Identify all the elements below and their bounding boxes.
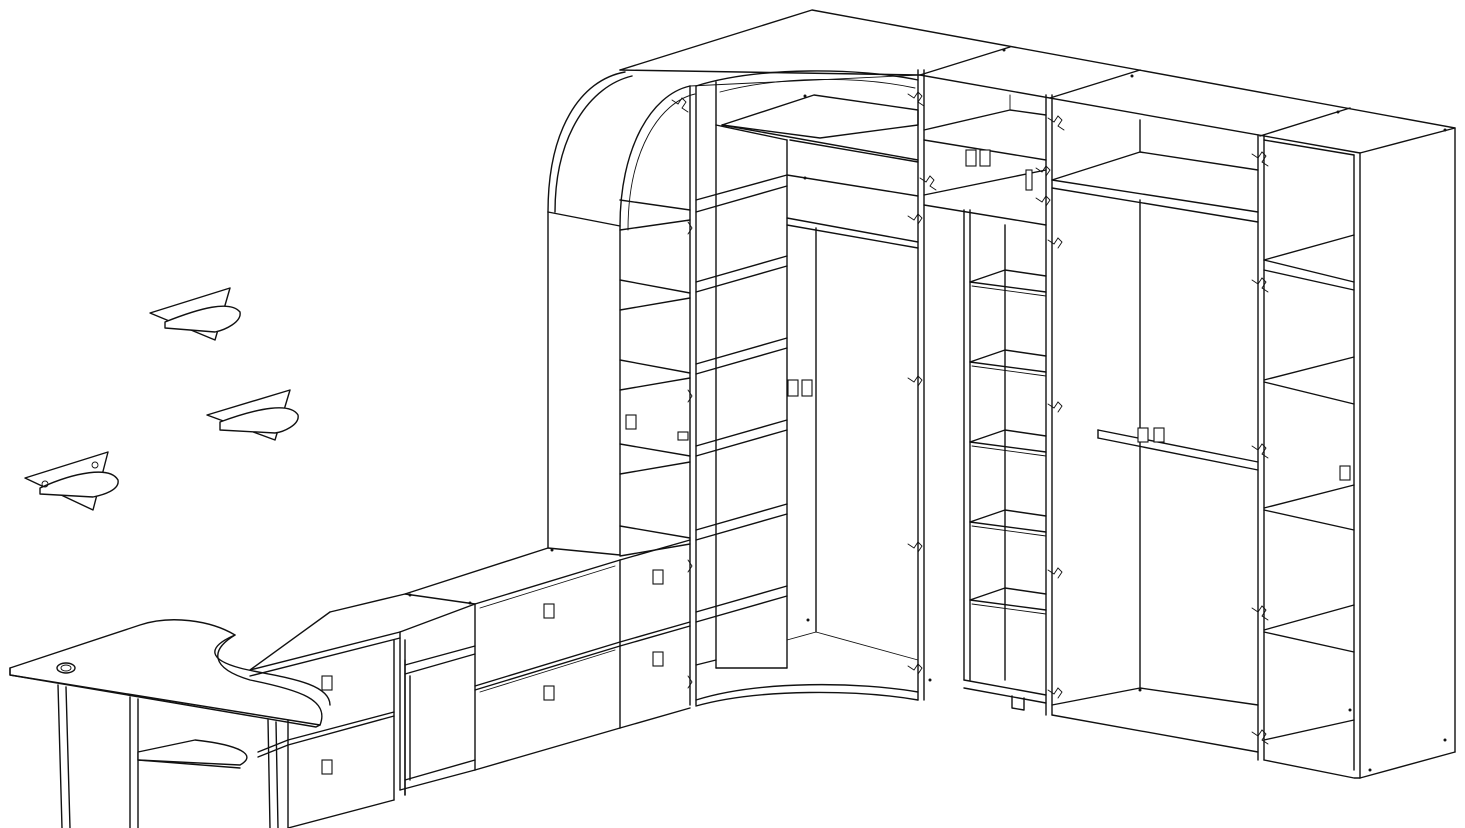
wardrobe — [1051, 119, 1265, 761]
door-handle — [677, 431, 689, 441]
glass-shelf-column — [923, 94, 1053, 716]
door-handle — [979, 149, 991, 167]
cabinet-top-surface — [619, 9, 1456, 154]
drawer-handle — [321, 759, 333, 775]
door-handle — [787, 379, 799, 397]
column-foot — [1011, 695, 1025, 711]
door-handle — [1339, 465, 1351, 481]
rail-bracket — [1153, 427, 1165, 443]
drawer-handle — [652, 651, 664, 667]
lower-drawer-block — [404, 539, 691, 771]
rail-bracket — [1137, 427, 1149, 443]
drawer-handle — [543, 685, 555, 701]
fixing-points — [408, 48, 1447, 772]
hinges — [671, 91, 1269, 745]
corner-cabinet-door — [917, 69, 925, 701]
door-handle — [625, 414, 637, 430]
drawer-handle — [652, 569, 664, 585]
drawer-unit-left — [249, 611, 401, 828]
door-handle — [1025, 169, 1033, 191]
drawer-handles — [321, 149, 1351, 775]
drawer-handle — [543, 603, 555, 619]
drawer-handle — [321, 675, 333, 691]
wall-shelf — [24, 451, 119, 511]
open-cube-unit — [329, 593, 476, 796]
door-handle — [801, 379, 813, 397]
wall-shelf — [149, 287, 241, 341]
side-shelf-column — [1263, 127, 1456, 779]
wall-shelf — [206, 389, 299, 441]
door-handle — [965, 149, 977, 167]
desk — [9, 619, 331, 828]
corner-open-shelves — [619, 174, 788, 666]
